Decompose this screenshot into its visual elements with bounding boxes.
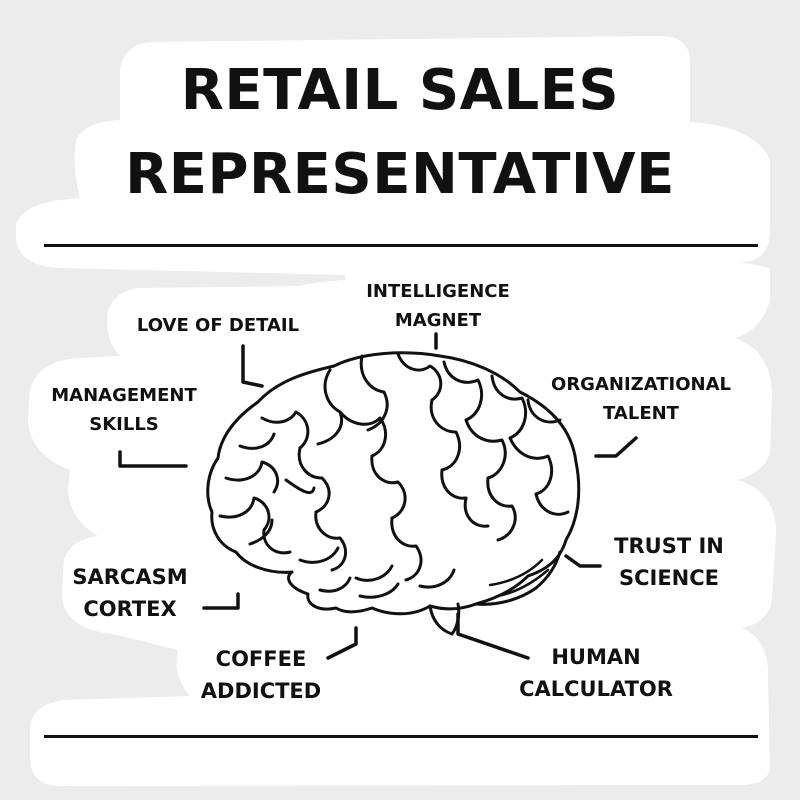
label-management-skills-line-1: MANAGEMENT <box>51 385 197 406</box>
divider-bottom <box>44 735 758 738</box>
label-coffee-addicted-line-1: COFFEE <box>215 647 307 671</box>
leader-human-calculator <box>456 612 530 660</box>
brain-outline <box>206 351 581 616</box>
label-love-of-detail: LOVE OF DETAIL <box>130 311 306 340</box>
label-coffee-addicted: COFFEE ADDICTED <box>186 643 336 707</box>
leader-sarcasm-cortex <box>202 592 240 610</box>
label-sarcasm-cortex: SARCASM CORTEX <box>58 561 202 625</box>
label-sarcasm-cortex-line-2: CORTEX <box>83 597 177 621</box>
leader-trust-in-science <box>564 554 602 568</box>
label-trust-in-science-line-2: SCIENCE <box>618 566 720 590</box>
label-management-skills: MANAGEMENT SKILLS <box>40 381 208 439</box>
label-human-calculator: HUMAN CALCULATOR <box>508 641 684 705</box>
label-love-of-detail-text: LOVE OF DETAIL <box>136 315 300 336</box>
label-organizational-talent-line-2: TALENT <box>603 403 679 424</box>
label-human-calculator-line-2: CALCULATOR <box>519 677 673 701</box>
label-trust-in-science: TRUST IN SCIENCE <box>604 530 734 594</box>
label-management-skills-line-2: SKILLS <box>89 414 159 435</box>
leader-love-of-detail <box>241 344 264 388</box>
label-organizational-talent: ORGANIZATIONAL TALENT <box>538 370 744 428</box>
label-intelligence-magnet-line-2: MAGNET <box>394 310 482 331</box>
page-title-line-2: REPRESENTATIVE <box>125 142 675 207</box>
label-intelligence-magnet-line-1: INTELLIGENCE <box>366 281 510 302</box>
leader-management-skills <box>118 450 188 468</box>
label-human-calculator-line-1: HUMAN <box>551 645 641 669</box>
leader-coffee-addicted <box>326 626 358 660</box>
label-coffee-addicted-line-2: ADDICTED <box>200 679 322 703</box>
leader-organizational-talent <box>594 436 638 458</box>
label-sarcasm-cortex-line-1: SARCASM <box>72 565 188 589</box>
label-trust-in-science-line-1: TRUST IN <box>614 534 724 558</box>
label-intelligence-magnet: INTELLIGENCE MAGNET <box>350 277 526 335</box>
brain-cerebellum <box>474 550 562 606</box>
label-organizational-talent-line-1: ORGANIZATIONAL <box>551 374 731 395</box>
page-title-line-1: RETAIL SALES <box>180 58 620 123</box>
divider-top <box>44 244 758 247</box>
sticker-shape <box>16 36 776 786</box>
